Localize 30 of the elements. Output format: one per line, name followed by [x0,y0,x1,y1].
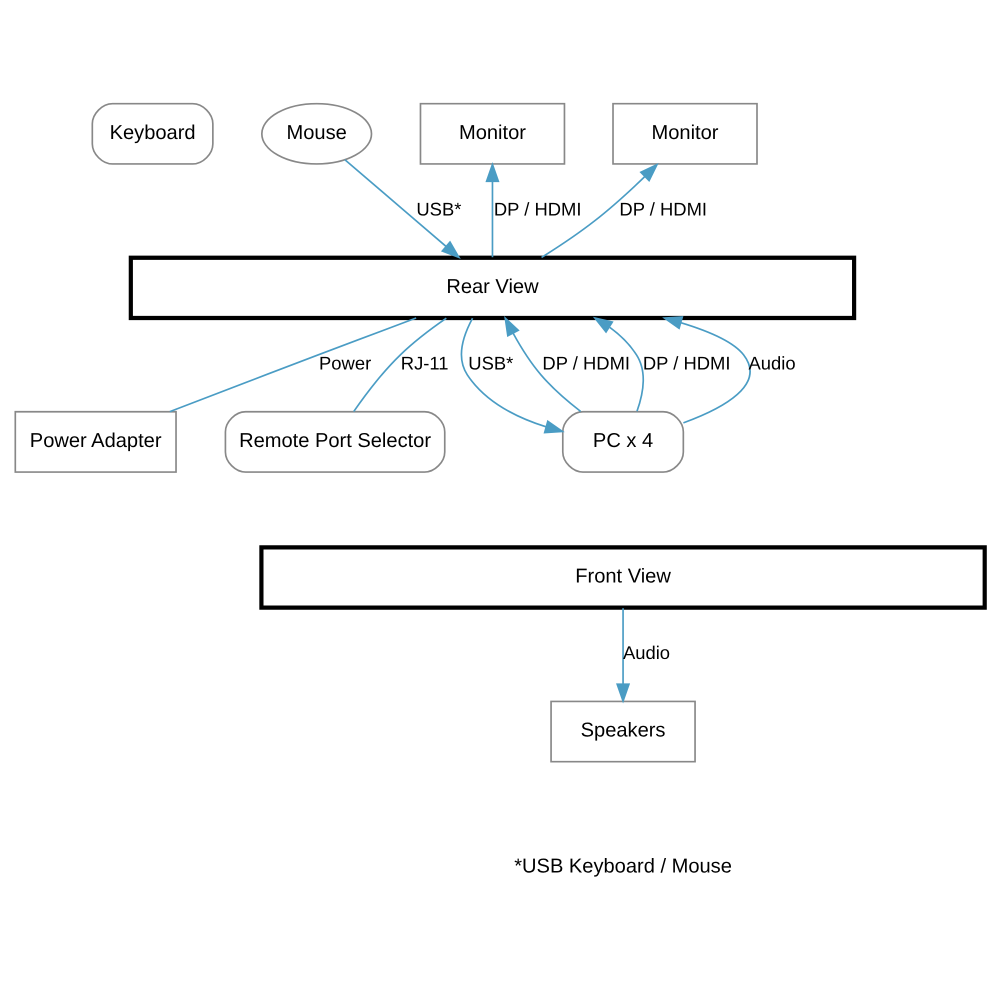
edge-label: DP / HDMI [619,198,708,220]
edge-label: DP / HDMI [642,352,730,374]
node-ellipse: Mouse [261,102,372,164]
edge-label: RJ-11 [400,352,449,374]
edge-label: DP / HDMI [494,198,582,220]
arrow [460,317,565,433]
node-box: Front View [259,544,987,610]
node-box: Monitor [420,102,566,164]
arrow [485,162,500,257]
node-box: Power Adapter [14,410,177,472]
node-box: PC x 4 [562,410,684,472]
arrow [504,315,582,412]
node-box: Remote Port Selector [224,410,446,472]
arrow [662,316,751,424]
edge-label: Power [319,352,372,374]
arrow [344,158,461,259]
node-box: Monitor [612,102,758,164]
connector [353,317,447,412]
edge-label: Audio [748,352,796,374]
arrow [616,608,630,703]
edge-label: DP / HDMI [542,352,630,374]
edge-label: USB* [468,352,514,374]
label: *USB Keyboard / Mouse [514,854,732,877]
node-box: Keyboard [91,102,214,164]
node-box: Rear View [128,255,856,320]
arrow [592,316,644,412]
node-box: Speakers [550,700,696,762]
arrow [541,162,659,258]
connector [170,316,416,412]
edge-label: USB* [416,198,462,220]
